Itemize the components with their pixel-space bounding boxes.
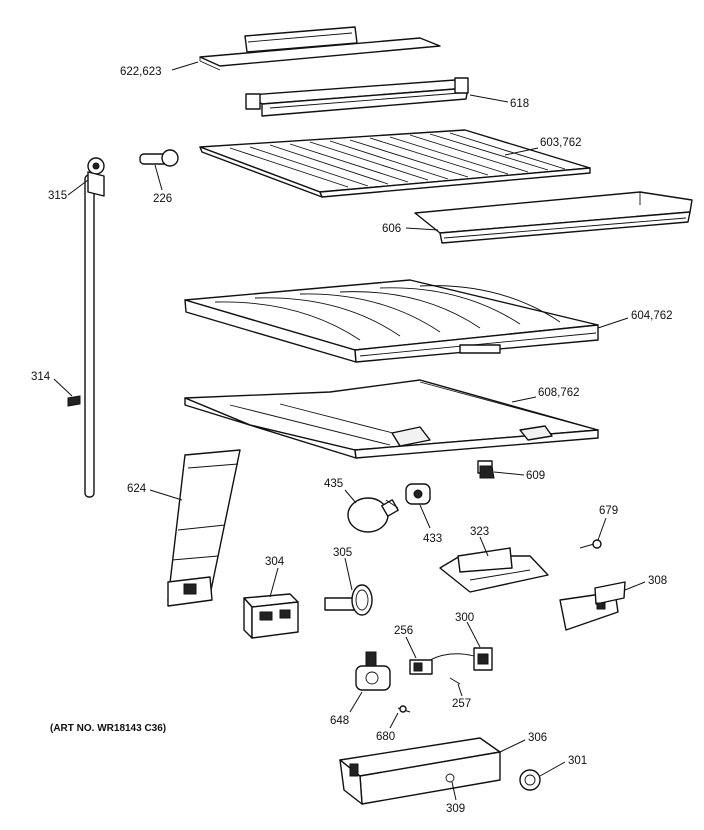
- callout-622-623: 622,623: [120, 66, 162, 78]
- part-648-motor: [355, 651, 391, 691]
- callout-309: 309: [446, 803, 465, 815]
- callout-323: 323: [470, 526, 489, 538]
- callout-606: 606: [382, 223, 401, 235]
- part-609-clip: [477, 460, 495, 479]
- callout-624: 624: [127, 483, 147, 495]
- callout-680: 680: [376, 731, 395, 743]
- callout-608-762: 608,762: [538, 387, 580, 399]
- part-323-housing: [439, 547, 549, 593]
- callout-435: 435: [324, 478, 343, 490]
- part-604-shelf: [184, 279, 599, 363]
- part-301-knob: [519, 769, 541, 791]
- part-679-screw: [579, 539, 602, 549]
- callout-603-762: 603,762: [540, 137, 582, 149]
- callout-618: 618: [510, 98, 529, 110]
- callout-labels: 622,623 618 603,762 315 226 606 604,762 …: [31, 66, 673, 815]
- callout-308: 308: [648, 575, 667, 587]
- callout-314: 314: [31, 371, 51, 383]
- callout-301: 301: [568, 755, 587, 767]
- part-304-block: [243, 593, 299, 639]
- part-606-pan: [414, 191, 693, 244]
- part-433-socket: [405, 483, 431, 505]
- callout-433: 433: [423, 533, 442, 545]
- part-308-bracket: [559, 581, 626, 631]
- callout-306: 306: [528, 732, 547, 744]
- part-608-cover: [184, 379, 599, 459]
- callout-604-762: 604,762: [631, 310, 673, 322]
- part-306-housing: [339, 737, 501, 805]
- part-435-bulb: [347, 497, 399, 533]
- part-618-rail: [245, 77, 469, 117]
- callout-257: 257: [452, 698, 471, 710]
- callout-304: 304: [265, 556, 285, 568]
- callout-679: 679: [599, 505, 618, 517]
- part-603-shelf: [199, 129, 591, 198]
- callout-300: 300: [455, 612, 474, 624]
- part-256-switch: [409, 659, 461, 685]
- part-300-thermostat: [429, 647, 493, 671]
- part-622-cover: [199, 26, 441, 71]
- leader-lines: [53, 61, 646, 801]
- part-680-screw: [397, 705, 411, 713]
- part-624-duct: [167, 449, 241, 607]
- callout-256: 256: [394, 625, 413, 637]
- callout-609: 609: [526, 470, 545, 482]
- shelf-grid: [229, 132, 566, 188]
- callout-226: 226: [153, 193, 172, 205]
- part-226-pin: [139, 149, 179, 167]
- callout-315: 315: [48, 190, 67, 202]
- callout-648: 648: [330, 715, 349, 727]
- part-314-315-rod: [67, 157, 105, 498]
- part-305-gear: [324, 584, 373, 616]
- callout-305: 305: [333, 547, 352, 559]
- art-number-note: (ART NO. WR18143 C36): [50, 723, 166, 734]
